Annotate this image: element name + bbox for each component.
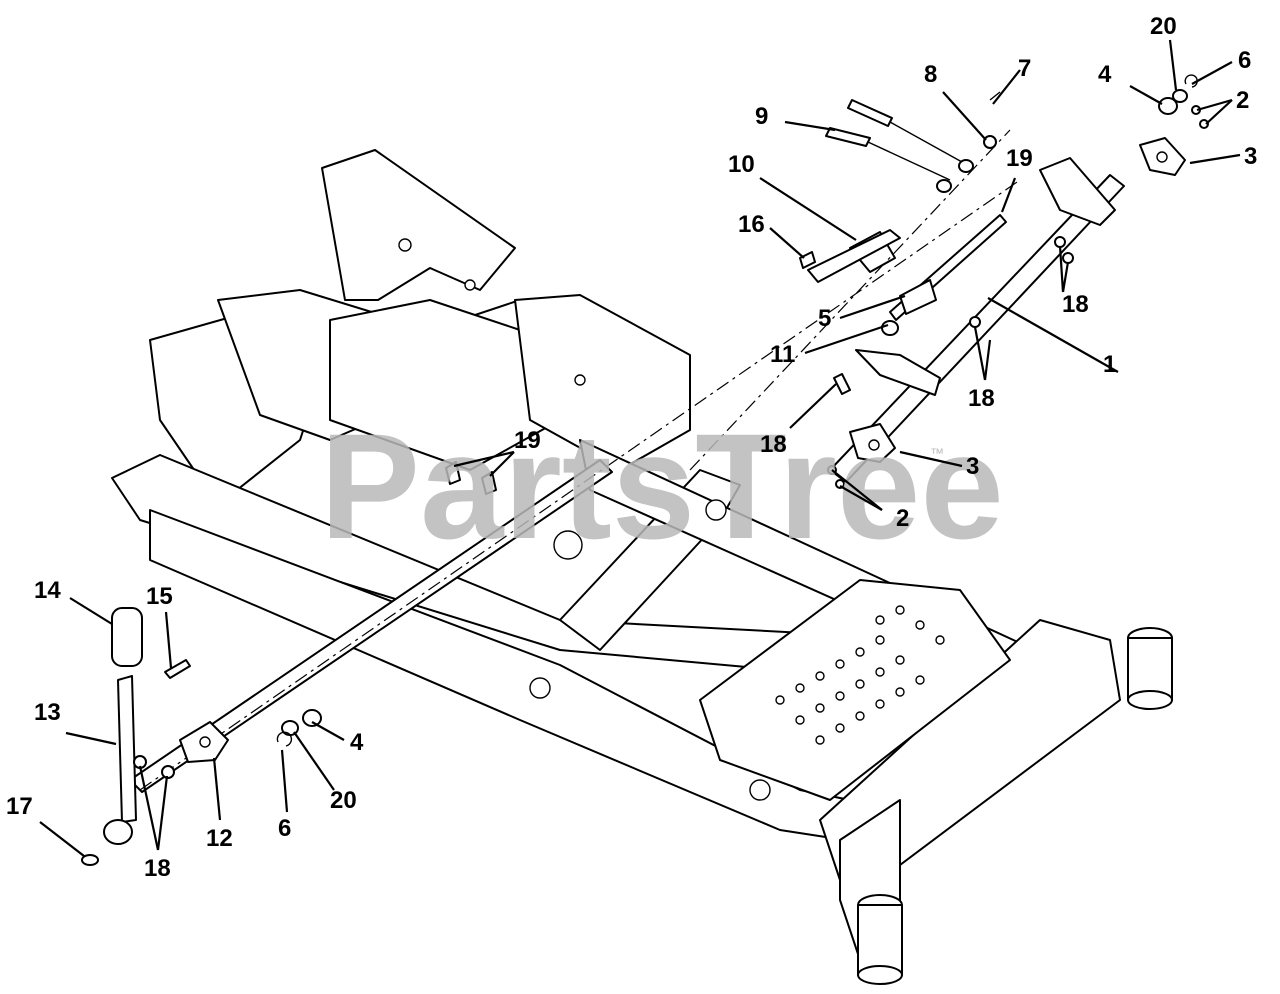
callout-9: 9	[755, 103, 768, 130]
callout-20-upper: 20	[1150, 13, 1177, 40]
watermark: PartsTree ™	[320, 402, 1004, 570]
leader-lines	[39, 39, 1241, 857]
footrest-perforations	[775, 605, 945, 745]
callout-6-lower: 6	[278, 815, 291, 842]
callout-1: 1	[1103, 351, 1116, 378]
callout-11: 11	[770, 341, 795, 368]
callout-2-lower: 2	[896, 505, 909, 532]
callout-4-lower: 4	[350, 729, 364, 756]
callout-18-lower-left: 18	[144, 855, 171, 882]
callout-18-mid: 18	[760, 431, 787, 458]
callout-12: 12	[206, 825, 233, 852]
left-control-shaft	[81, 179, 1021, 866]
callout-6-upper: 6	[1238, 47, 1251, 74]
right-control-shaft-assembly	[689, 74, 1209, 489]
callout-19-upper: 19	[1006, 145, 1033, 172]
callout-3-lower: 3	[966, 453, 979, 480]
callout-18-mid-right: 18	[968, 385, 995, 412]
callout-16: 16	[738, 211, 765, 238]
callout-17: 17	[6, 793, 33, 820]
callout-3-upper: 3	[1244, 143, 1257, 170]
callout-14: 14	[34, 577, 61, 604]
callout-18-upper-right: 18	[1062, 291, 1089, 318]
callout-4-upper: 4	[1098, 61, 1112, 88]
watermark-text: PartsTree	[320, 402, 1004, 570]
frame-assembly-drawing	[111, 149, 1173, 985]
callout-7: 7	[1018, 55, 1031, 82]
callout-10: 10	[728, 151, 755, 178]
callout-labels: 1 2 2 3 3 4 4 5 6 6 7 8 9 10 11 12 13 14…	[6, 13, 1257, 882]
callout-19-lower: 19	[514, 427, 541, 454]
callout-13: 13	[34, 699, 61, 726]
watermark-trademark: ™	[930, 445, 944, 461]
callout-15: 15	[146, 583, 173, 610]
callout-8: 8	[924, 61, 937, 88]
callout-2-upper: 2	[1236, 87, 1249, 114]
callout-20-lower: 20	[330, 787, 357, 814]
callout-5: 5	[818, 305, 831, 332]
